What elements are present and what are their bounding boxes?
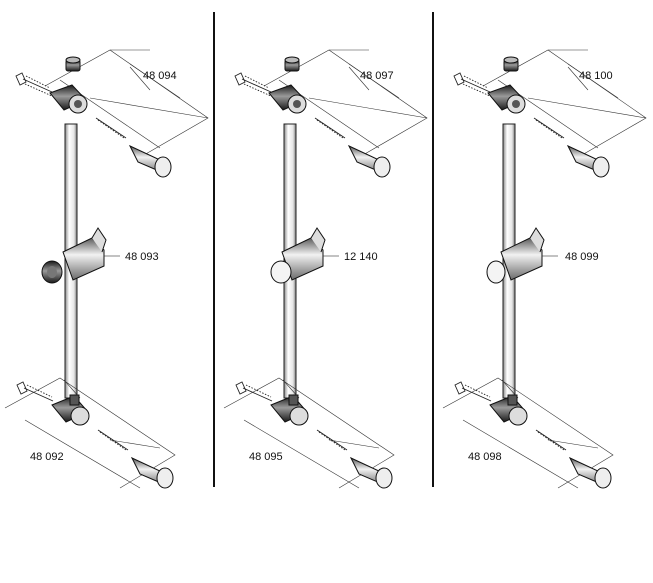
panel-2: 48 097 12 140 xyxy=(223,49,428,489)
bottom-pin xyxy=(97,429,129,451)
top-cover xyxy=(347,144,391,178)
part-label-top: 48 100 xyxy=(579,70,613,82)
bottom-bracket xyxy=(51,394,90,426)
bottom-pin xyxy=(535,429,567,451)
part-label-top: 48 094 xyxy=(143,70,177,82)
top-bracket xyxy=(487,84,526,114)
bottom-cover xyxy=(568,456,612,489)
slider-holder xyxy=(41,227,107,284)
part-label-top: 48 097 xyxy=(360,70,394,82)
top-cover xyxy=(128,144,172,178)
bottom-cover xyxy=(349,456,393,489)
top-screw xyxy=(234,72,272,97)
bottom-pin xyxy=(316,429,348,451)
top-bracket xyxy=(268,84,307,114)
part-label-mid: 12 140 xyxy=(344,251,378,263)
bottom-screw xyxy=(235,381,273,402)
part-label-mid: 48 093 xyxy=(125,251,159,263)
bottom-screw xyxy=(16,381,54,402)
top-screw xyxy=(15,72,53,97)
top-cover xyxy=(566,144,610,178)
part-label-bottom: 48 098 xyxy=(468,451,502,463)
top-bracket xyxy=(49,84,88,114)
top-cap xyxy=(65,56,81,72)
part-label-bottom: 48 095 xyxy=(249,451,283,463)
top-screw xyxy=(453,72,491,97)
bottom-cover xyxy=(130,456,174,489)
bottom-screw xyxy=(454,381,492,402)
part-label-bottom: 48 092 xyxy=(30,451,64,463)
top-pin xyxy=(533,117,565,139)
panel-3: 48 100 48 099 xyxy=(442,49,647,489)
bottom-bracket xyxy=(489,394,528,426)
panel-1: 48 094 48 093 xyxy=(4,49,209,489)
part-label-mid: 48 099 xyxy=(565,251,599,263)
top-cap xyxy=(284,56,300,72)
slider-holder xyxy=(270,227,326,284)
top-cap xyxy=(503,56,519,72)
slider-holder xyxy=(486,227,545,284)
top-pin xyxy=(314,117,346,139)
top-pin xyxy=(95,117,127,139)
bottom-bracket xyxy=(270,394,309,426)
